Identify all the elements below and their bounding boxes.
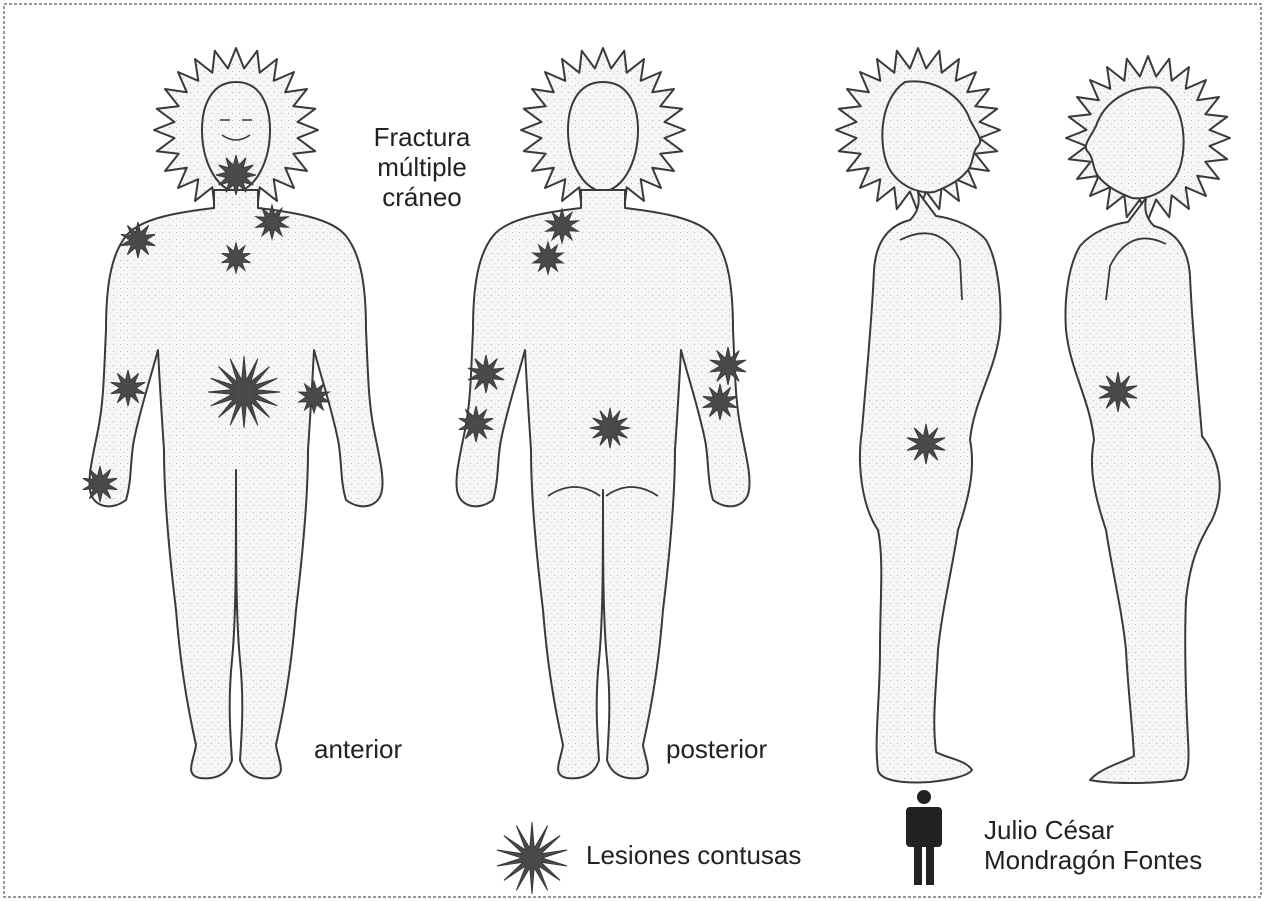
body-side: [1066, 198, 1220, 783]
person-name-line: Mondragón Fontes: [984, 845, 1202, 875]
fracture-line: Fractura: [372, 122, 472, 152]
fracture-line: múltiple: [372, 152, 472, 182]
person-icon: [906, 790, 942, 885]
figure-lateral-right: [836, 48, 1000, 783]
lesion-icon: [497, 822, 567, 894]
figure-lateral-left: [1066, 56, 1230, 783]
legend-person-name: Julio César Mondragón Fontes: [984, 815, 1202, 875]
view-label-anterior: anterior: [314, 734, 402, 764]
legend-lesion-label: Lesiones contusas: [586, 840, 801, 870]
view-label-posterior: posterior: [666, 734, 767, 764]
fracture-line: cráneo: [372, 182, 472, 212]
torso-posterior: [456, 190, 749, 778]
body-side: [860, 192, 1001, 783]
lesion-icon: [208, 356, 280, 428]
figure-posterior: [456, 48, 749, 778]
fracture-annotation: Fractura múltiple cráneo: [372, 122, 472, 212]
person-name-line: Julio César: [984, 815, 1202, 845]
